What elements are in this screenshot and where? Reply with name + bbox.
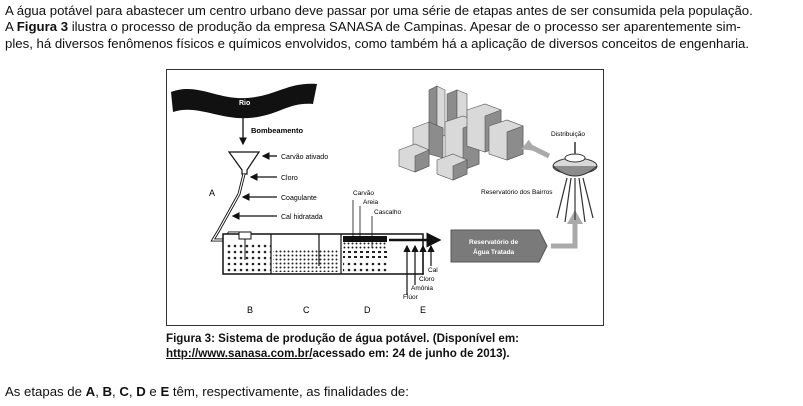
intro-line-2-post: ilustra o processo de produção da empres… bbox=[68, 19, 741, 35]
sep-2: , bbox=[112, 384, 120, 399]
mixing-funnel bbox=[227, 151, 261, 175]
figure-reference: Figura 3 bbox=[16, 19, 69, 35]
figure-caption: Figura 3: Sistema de produção de água po… bbox=[166, 332, 604, 361]
cal-label: Cal bbox=[428, 267, 438, 274]
stage-b-label: B bbox=[247, 305, 253, 315]
intro-line-2-pre: A bbox=[5, 19, 17, 35]
amonia-label: Amônia bbox=[411, 285, 433, 292]
stage-a-label: A bbox=[209, 188, 215, 198]
treated-water-reservoir bbox=[450, 229, 548, 263]
intro-line-3: ples, há diversos fenômenos físicos e qu… bbox=[5, 35, 750, 51]
river-shape bbox=[171, 83, 317, 119]
caption-access-date: acessado em: 24 de junho de 2013). bbox=[312, 346, 510, 360]
carvao-layer bbox=[343, 236, 387, 242]
reservoir-label-line2: Água Tratada bbox=[473, 247, 515, 256]
fluor-label: Flúor bbox=[403, 294, 419, 301]
coagulante-label: Coagulante bbox=[281, 195, 317, 202]
sep-4: e bbox=[145, 384, 161, 399]
water-treatment-diagram: Rio Bombeamento Carvão ativado Cloro Coa… bbox=[171, 83, 598, 315]
cloro-label: Cloro bbox=[281, 175, 298, 182]
to-tower-pipe bbox=[551, 220, 578, 249]
river-label: Rio bbox=[239, 100, 250, 107]
figure-3-diagram: Rio Bombeamento Carvão ativado Cloro Coa… bbox=[166, 69, 604, 326]
cloro-e-label: Cloro bbox=[419, 276, 435, 283]
sep-3: , bbox=[128, 384, 137, 399]
stage-a-ref: A bbox=[85, 384, 96, 399]
stage-c-label: C bbox=[303, 305, 310, 315]
stage-d-ref: D bbox=[136, 384, 146, 399]
areia-layer bbox=[343, 242, 387, 250]
decantation-chamber bbox=[273, 250, 339, 272]
cascalho-layer bbox=[343, 250, 387, 260]
stage-d-label: D bbox=[364, 305, 371, 315]
reservatorio-bairros-label: Reservatório dos Bairros bbox=[481, 189, 553, 196]
areia-label: Areia bbox=[363, 199, 379, 206]
cascalho-label: Cascalho bbox=[374, 209, 401, 216]
supply-pipe bbox=[210, 173, 246, 242]
carvao-ativado-label: Carvão ativado bbox=[281, 154, 328, 161]
stage-e-label: E bbox=[420, 305, 426, 315]
intro-line-2: A Figura 3 ilustra o processo de produçã… bbox=[5, 19, 800, 35]
distribuicao-label: Distribuição bbox=[551, 131, 585, 138]
question-post: têm, respectivamente, as finalidades de: bbox=[169, 384, 409, 399]
neighbourhood-reservoir-tower bbox=[552, 142, 598, 223]
stage-e-ref: E bbox=[160, 384, 170, 399]
reservoir-label-line1: Reservatório de bbox=[469, 239, 519, 246]
sep-1: , bbox=[95, 384, 103, 399]
stage-c-ref: C bbox=[119, 384, 129, 399]
source-link[interactable]: http://www.sanasa.com.br/ bbox=[166, 346, 313, 360]
question-stem: As etapas de A, B, C, D e E têm, respect… bbox=[5, 384, 409, 399]
question-pre: As etapas de bbox=[5, 384, 86, 399]
cal-hidratada-label: Cal hidratada bbox=[281, 214, 323, 221]
flocculation-chamber bbox=[227, 242, 271, 272]
intro-line-1: A água potável para abastecer um centro … bbox=[5, 3, 753, 18]
carvao-label: Carvão bbox=[353, 190, 374, 197]
bombeamento-label: Bombeamento bbox=[251, 126, 304, 135]
caption-text: Figura 3: Sistema de produção de água po… bbox=[166, 332, 520, 345]
intro-paragraph: A água potável para abastecer um centro … bbox=[5, 3, 800, 52]
city-buildings bbox=[398, 85, 524, 181]
stage-b-ref: B bbox=[102, 384, 113, 399]
